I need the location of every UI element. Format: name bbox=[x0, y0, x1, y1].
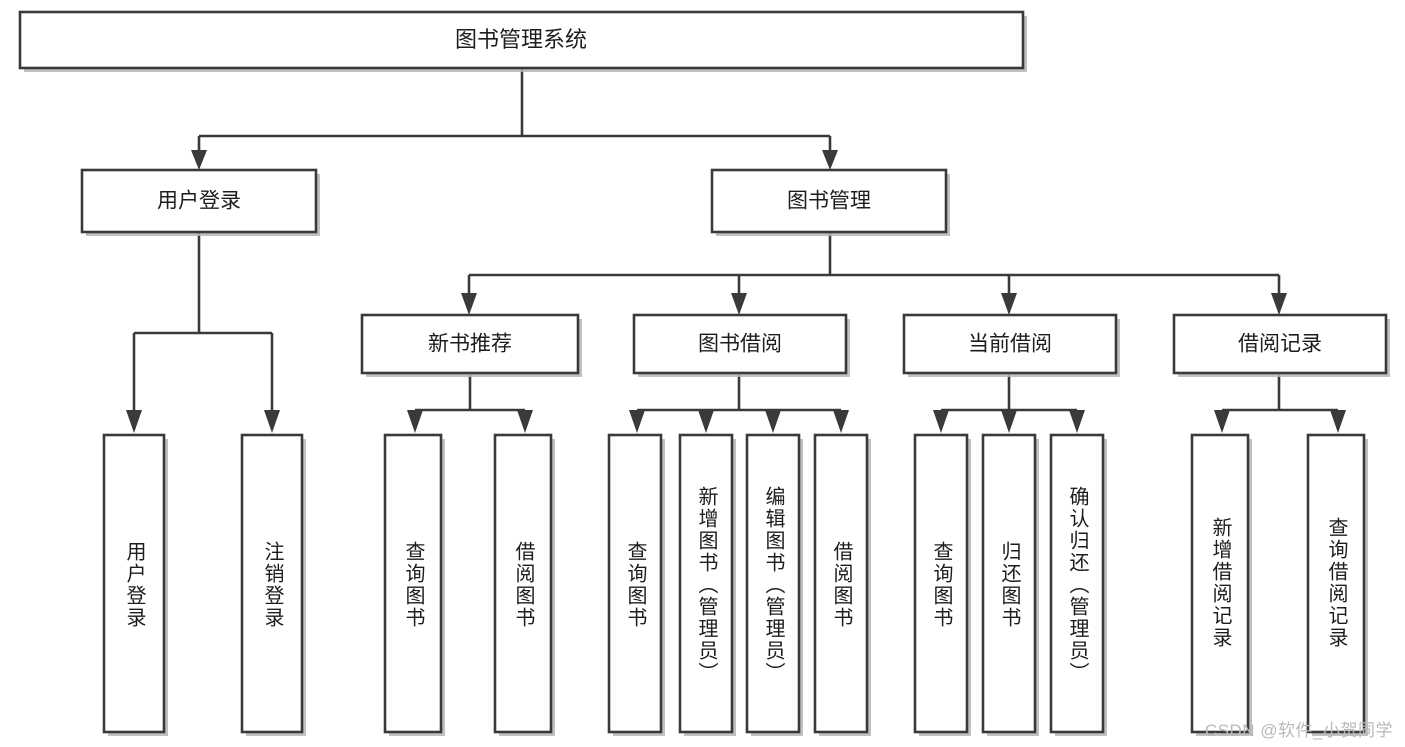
leaf-box-user-login-2[interactable] bbox=[240, 433, 304, 734]
node-user-login[interactable]: 用户登录 bbox=[80, 168, 320, 236]
arrow-root-to-userlogin bbox=[191, 150, 207, 170]
node-book-management-box[interactable] bbox=[710, 168, 948, 234]
arrow-borrow-leaf-3 bbox=[765, 410, 781, 433]
leaf-box-borrow-4[interactable] bbox=[813, 433, 869, 734]
node-new-book-recommend-box[interactable] bbox=[360, 313, 580, 375]
leaf-box-current-3[interactable] bbox=[1049, 433, 1105, 734]
arrow-userlogin-child-2 bbox=[264, 410, 280, 433]
connectors bbox=[126, 68, 1346, 433]
node-book-management-label: 图书管理 bbox=[787, 190, 871, 213]
arrow-bookmgmt-child-4 bbox=[1271, 293, 1287, 315]
node-root[interactable]: 图书管理系统 bbox=[18, 10, 1027, 72]
node-book-management[interactable]: 图书管理 bbox=[710, 168, 950, 236]
node-borrow-records[interactable]: 借阅记录 bbox=[1172, 313, 1390, 377]
node-root-label: 图书管理系统 bbox=[455, 27, 587, 52]
leaf-boxes bbox=[102, 433, 1368, 736]
node-new-book-recommend[interactable]: 新书推荐 bbox=[360, 313, 582, 377]
arrow-current-leaf-3 bbox=[1069, 410, 1085, 433]
arrow-borrow-leaf-2 bbox=[698, 410, 714, 433]
node-book-borrow[interactable]: 图书借阅 bbox=[632, 313, 850, 377]
watermark-text: CSDN @软件_小贺同学 bbox=[1204, 721, 1393, 740]
node-borrow-records-label: 借阅记录 bbox=[1238, 333, 1322, 356]
arrow-newbook-leaf-1 bbox=[407, 410, 423, 433]
arrow-bookmgmt-child-3 bbox=[1001, 293, 1017, 315]
leaf-box-newbook-1[interactable] bbox=[383, 433, 443, 734]
node-book-borrow-label: 图书借阅 bbox=[698, 333, 782, 356]
leaf-box-borrow-2[interactable] bbox=[678, 433, 734, 734]
arrow-root-to-bookmgmt bbox=[822, 150, 838, 170]
leaf-box-records-1[interactable] bbox=[1190, 433, 1250, 734]
node-current-borrow-label: 当前借阅 bbox=[968, 333, 1052, 356]
leaf-box-borrow-1[interactable] bbox=[607, 433, 663, 734]
arrow-bookmgmt-child-2 bbox=[731, 293, 747, 315]
arrow-records-leaf-1 bbox=[1214, 410, 1230, 433]
arrow-bookmgmt-child-1 bbox=[461, 293, 477, 315]
leaf-box-current-1[interactable] bbox=[913, 433, 969, 734]
leaf-box-records-2[interactable] bbox=[1306, 433, 1366, 734]
node-user-login-box[interactable] bbox=[80, 168, 318, 234]
leaf-box-newbook-2[interactable] bbox=[493, 433, 553, 734]
leaf-box-current-2[interactable] bbox=[981, 433, 1037, 734]
arrow-borrow-leaf-1 bbox=[629, 410, 645, 433]
node-current-borrow[interactable]: 当前借阅 bbox=[902, 313, 1120, 377]
node-new-book-recommend-label: 新书推荐 bbox=[428, 333, 512, 356]
node-user-login-label: 用户登录 bbox=[157, 190, 241, 213]
arrow-records-leaf-2 bbox=[1330, 410, 1346, 433]
arrow-userlogin-child-1 bbox=[126, 410, 142, 433]
arrow-current-leaf-1 bbox=[933, 410, 949, 433]
arrow-borrow-leaf-4 bbox=[833, 410, 849, 433]
node-root-box[interactable] bbox=[18, 10, 1025, 70]
node-current-borrow-box[interactable] bbox=[902, 313, 1118, 375]
arrow-newbook-leaf-2 bbox=[517, 410, 533, 433]
arrow-current-leaf-2 bbox=[1001, 410, 1017, 433]
leaf-box-borrow-3[interactable] bbox=[745, 433, 801, 734]
leaf-box-user-login-1[interactable] bbox=[102, 433, 166, 734]
node-book-borrow-box[interactable] bbox=[632, 313, 848, 375]
node-borrow-records-box[interactable] bbox=[1172, 313, 1388, 375]
